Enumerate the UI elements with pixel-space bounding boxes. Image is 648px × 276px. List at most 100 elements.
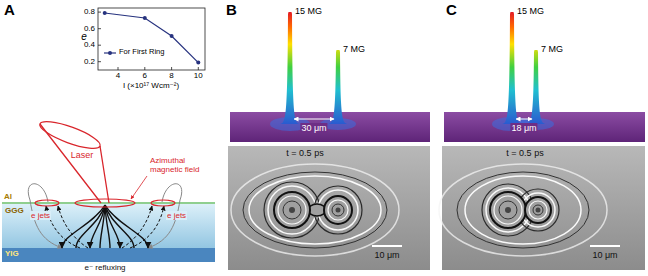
electron-path [100, 205, 105, 248]
data-point [103, 11, 107, 15]
legend-sample [108, 51, 112, 55]
distance-arrow [294, 119, 334, 120]
reflux-path [58, 206, 88, 248]
wave-front [439, 164, 607, 256]
electron-beam [62, 205, 148, 248]
data-point [196, 61, 200, 65]
wave-front [465, 176, 581, 244]
electron-path [62, 205, 105, 248]
bubble [274, 192, 310, 228]
time-label: t = 0.5 ps [506, 148, 543, 158]
reflux-path [122, 206, 152, 248]
bubble-ring [332, 204, 344, 216]
wave-fronts [231, 164, 399, 256]
peak-value: 15 MG [517, 6, 544, 16]
panel-letter: C [446, 1, 457, 18]
scale-label: 10 μm [374, 250, 399, 260]
bubble-core [336, 208, 341, 213]
field-ring [151, 200, 175, 206]
bubble-ring [533, 205, 543, 215]
field-label: Azimuthal magnetic field [150, 156, 214, 174]
time-label: t = 0.5 ps [286, 148, 323, 158]
peak-value: 7 MG [541, 44, 563, 54]
field-peak [328, 50, 348, 124]
layer-name: YIG [5, 249, 212, 258]
wave-fronts [439, 164, 607, 256]
substrate [2, 204, 215, 248]
electron-path [105, 205, 148, 248]
distance-arrow [516, 119, 532, 120]
data-line [105, 13, 199, 63]
separation-label: 18 μm [510, 123, 537, 133]
separation-label: 30 μm [300, 123, 327, 133]
axis-ticks [98, 12, 198, 70]
legend-text: For First Ring [119, 48, 164, 57]
wave-front [243, 172, 387, 248]
tick-label: 6 [143, 71, 147, 80]
bubble-ring [283, 201, 301, 219]
layer-name: Al [4, 192, 12, 201]
jet-label: e jets [166, 211, 187, 220]
tick-label: 4 [116, 71, 120, 80]
reflux-path [130, 206, 164, 248]
jet-label: e jets [30, 211, 51, 220]
electron-path [76, 205, 105, 248]
bubble [490, 192, 526, 228]
simulation-image [228, 146, 430, 270]
leader-line [131, 176, 147, 199]
laser-cone [40, 124, 109, 203]
plot-frame [98, 8, 205, 70]
wave-front [318, 190, 358, 230]
panel-letter: B [226, 1, 237, 18]
field-peak [526, 50, 546, 124]
yig-band [2, 248, 215, 262]
laser-cone [37, 117, 103, 154]
bubble-ring [499, 201, 517, 219]
return-current [28, 184, 62, 248]
tick-label: 0.4 [84, 40, 95, 49]
wave-front [268, 186, 316, 234]
wave-front [249, 176, 381, 244]
field-ring [75, 199, 135, 207]
electron-path [90, 205, 105, 248]
peak-value: 15 MG [295, 6, 322, 16]
axis-title: I (×10¹⁷ Wcm⁻²) [123, 81, 179, 90]
laser-label: Laser [71, 150, 94, 160]
bubble-ring [529, 201, 547, 219]
wave-front [521, 193, 555, 227]
data-point [170, 34, 174, 38]
wave-front [457, 172, 589, 248]
scale-bar [590, 245, 620, 247]
tick-label: 0.8 [84, 7, 95, 16]
reflux-paths [46, 206, 164, 248]
tick-label: 0.2 [84, 57, 95, 66]
scale-label: 10 μm [592, 250, 617, 260]
bubble [324, 196, 352, 224]
yig-layer: YIG [2, 248, 215, 262]
bubble-ring [278, 196, 306, 224]
bubble-core [505, 207, 511, 213]
bubble-ring [494, 196, 522, 224]
bubble-core [289, 207, 295, 213]
field-ring [35, 200, 59, 206]
bubble-core [536, 208, 541, 213]
tick-label: 0.6 [84, 24, 95, 33]
field-plane [230, 112, 430, 142]
panel-letter: A [4, 1, 15, 18]
scale-bar [372, 245, 402, 247]
bubble [525, 197, 551, 223]
bubble-ring [328, 200, 348, 220]
wave-front [231, 164, 399, 256]
tick-label: 8 [169, 71, 173, 80]
field-peak [280, 12, 300, 124]
reflux-label: e⁻ refluxing [83, 263, 126, 272]
data-point [143, 16, 147, 20]
field-plane [444, 112, 645, 142]
field-peak [502, 12, 522, 124]
tick-label: 10 [194, 71, 203, 80]
